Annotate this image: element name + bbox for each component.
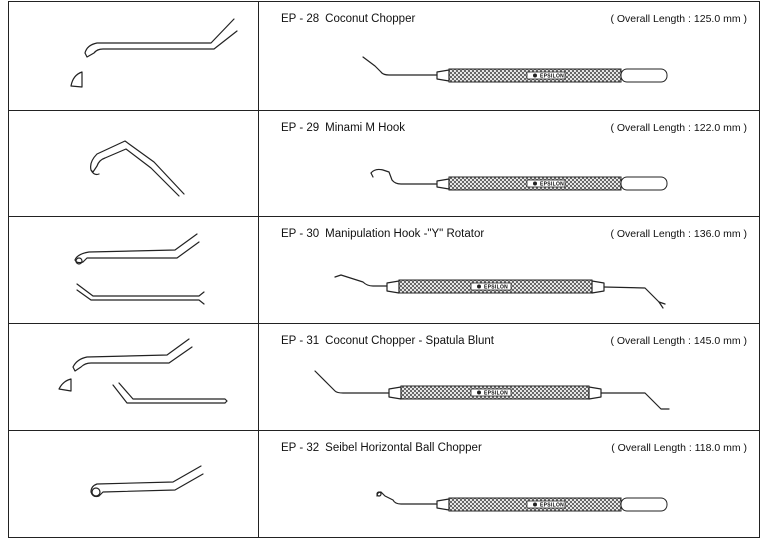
instrument-cell: EP - 32 Seibel Horizontal Ball Chopper ( … [259,430,760,537]
instrument-title: EP - 32 Seibel Horizontal Ball Chopper [281,442,482,454]
row-divider [8,537,760,538]
instrument-cell: EP - 30 Manipulation Hook -"Y" Rotator ( … [259,216,760,323]
tip-detail-cell [8,110,259,216]
instrument-cell: EP - 29 Minami M Hook ( Overall Length : … [259,110,760,216]
instrument-name: Coconut Chopper [325,13,416,25]
instrument-code: EP - 29 [281,122,320,134]
instrument-drawing: EPSILON [334,274,666,309]
instrument-drawing: EPSILON [376,491,668,512]
tip-detail-drawing [90,465,204,498]
tip-detail-drawing [74,233,205,305]
instrument-drawing: EPSILON [362,56,668,83]
instrument-title: EP - 30 Manipulation Hook -"Y" Rotator [281,228,484,240]
tip-detail-drawing [70,18,238,88]
instrument-row-ep29: EP - 29 Minami M Hook ( Overall Length : … [0,110,768,216]
instrument-code: EP - 31 [281,335,320,347]
instrument-title: EP - 31 Coconut Chopper - Spatula Blunt [281,335,494,347]
instrument-name: Minami M Hook [325,122,406,134]
overall-length: ( Overall Length : 118.0 mm ) [611,442,747,454]
instrument-drawing: EPSILON [314,370,670,410]
tip-detail-cell [8,1,259,110]
instrument-title: EP - 28 Coconut Chopper [281,13,415,25]
instrument-cell: EP - 28 Coconut Chopper ( Overall Length … [259,1,760,110]
instrument-row-ep31: EP - 31 Coconut Chopper - Spatula Blunt (… [0,323,768,430]
overall-length: ( Overall Length : 125.0 mm ) [610,13,747,25]
instrument-title: EP - 29 Minami M Hook [281,122,405,134]
instrument-code: EP - 30 [281,228,320,240]
row-divider [8,216,760,217]
instrument-row-ep30: EP - 30 Manipulation Hook -"Y" Rotator ( … [0,216,768,323]
instrument-cell: EP - 31 Coconut Chopper - Spatula Blunt (… [259,323,760,430]
brand-label: EPSILON [540,182,564,188]
tip-detail-cell [8,216,259,323]
row-divider [8,323,760,324]
row-divider [8,110,760,111]
brand-label: EPSILON [484,391,508,397]
brand-label: EPSILON [484,285,508,291]
instrument-drawing: EPSILON [370,168,668,191]
instrument-name: Coconut Chopper - Spatula Blunt [325,335,494,347]
overall-length: ( Overall Length : 136.0 mm ) [610,228,747,240]
instrument-name: Manipulation Hook -"Y" Rotator [325,228,485,240]
tip-detail-cell [8,323,259,430]
instrument-row-ep32: EP - 32 Seibel Horizontal Ball Chopper ( … [0,430,768,537]
instrument-code: EP - 32 [281,442,320,454]
overall-length: ( Overall Length : 145.0 mm ) [610,335,747,347]
overall-length: ( Overall Length : 122.0 mm ) [610,122,747,134]
brand-label: EPSILON [540,74,564,80]
instrument-name: Seibel Horizontal Ball Chopper [325,442,482,454]
row-divider [8,1,760,2]
brand-label: EPSILON [540,503,564,509]
instrument-row-ep28: EP - 28 Coconut Chopper ( Overall Length … [0,1,768,110]
row-divider [8,430,760,431]
tip-detail-drawing [58,338,228,404]
tip-detail-drawing [90,140,185,197]
instrument-code: EP - 28 [281,13,320,25]
tip-detail-cell [8,430,259,537]
